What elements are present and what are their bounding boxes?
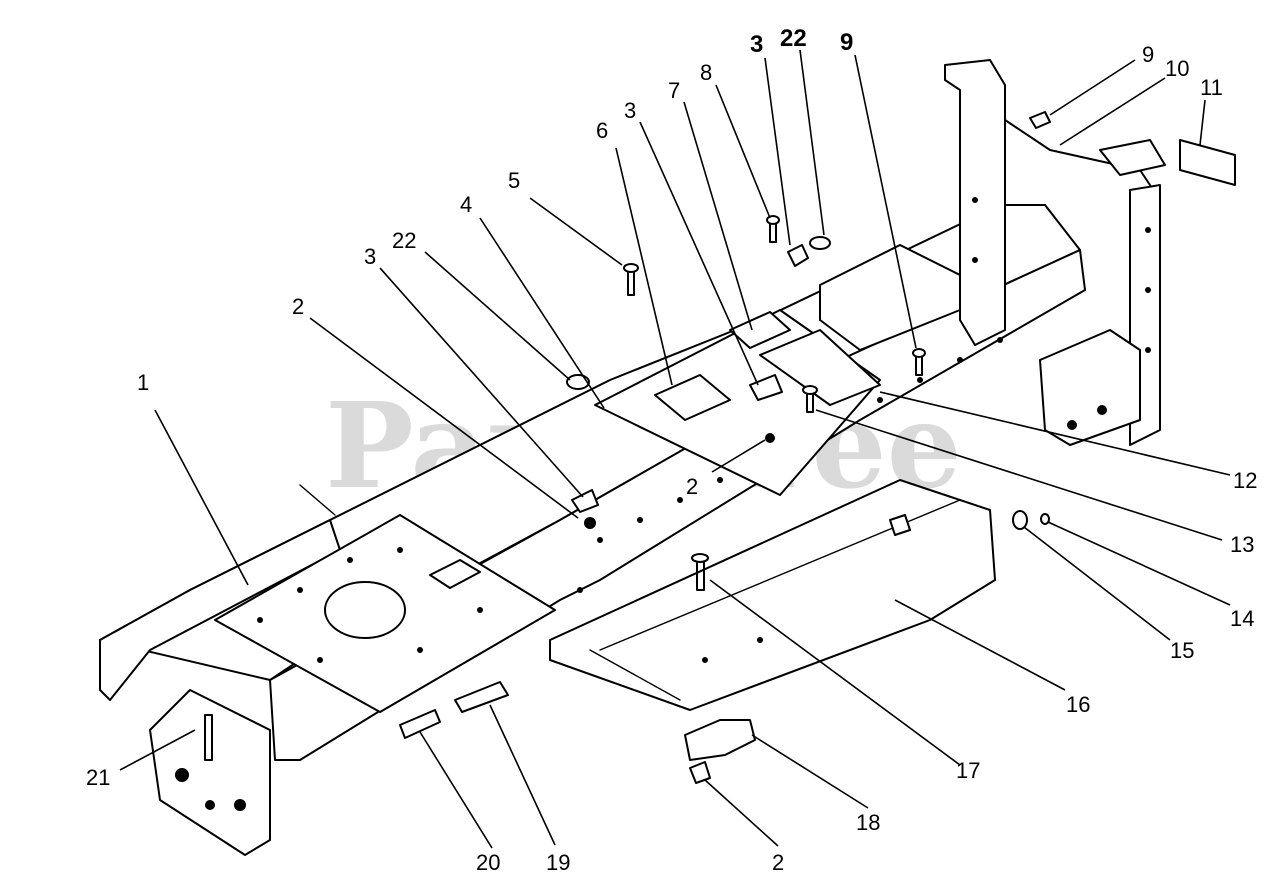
callout-2: 2 — [292, 294, 304, 319]
callout-6: 6 — [596, 118, 608, 143]
callout-13: 13 — [1230, 532, 1254, 557]
callout-1: 1 — [137, 370, 149, 395]
callout-17: 17 — [956, 758, 980, 783]
callout-11: 11 — [1200, 75, 1223, 100]
callout-20: 20 — [476, 850, 500, 875]
callout-15: 15 — [1170, 638, 1194, 663]
callout-12: 12 — [1233, 468, 1257, 493]
callouts: 1 2 3 22 4 5 6 3 7 8 3 22 9 9 10 11 12 1… — [86, 25, 1257, 875]
callout-16: 16 — [1066, 692, 1090, 717]
rear-upright-bracket — [944, 59, 1166, 446]
rail-holes — [577, 337, 1003, 593]
callout-18: 18 — [856, 810, 880, 835]
callout-21: 21 — [86, 765, 110, 790]
callout-3: 3 — [750, 31, 763, 58]
hardware — [204, 111, 1236, 784]
callout-3: 3 — [624, 98, 636, 123]
callout-10: 10 — [1165, 56, 1189, 81]
callout-9: 9 — [1142, 42, 1154, 67]
callout-5: 5 — [508, 168, 520, 193]
seat-bracket — [819, 244, 961, 351]
callout-22: 22 — [392, 228, 416, 253]
callout-8: 8 — [700, 60, 712, 85]
callout-4: 4 — [460, 192, 472, 217]
front-hitch — [149, 689, 271, 856]
callout-2: 2 — [686, 474, 698, 499]
floor-plate — [214, 514, 556, 713]
callout-7: 7 — [668, 78, 680, 103]
callout-22: 22 — [780, 25, 807, 52]
leader-lines — [119, 49, 1231, 849]
hitch-plate — [1039, 329, 1141, 446]
callout-14: 14 — [1230, 606, 1254, 631]
callout-3: 3 — [364, 244, 376, 269]
callout-19: 19 — [546, 850, 570, 875]
callout-9: 9 — [840, 29, 853, 56]
callout-2: 2 — [772, 850, 784, 875]
